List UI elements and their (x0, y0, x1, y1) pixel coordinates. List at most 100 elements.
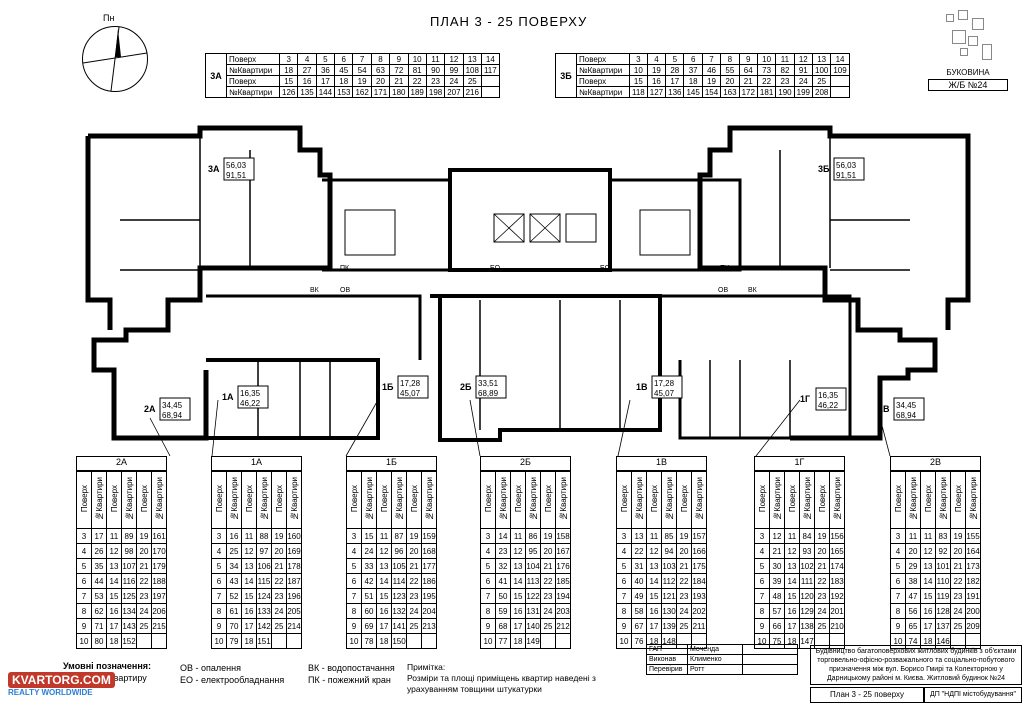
apartment-table-cell: 204 (421, 603, 437, 619)
apartment-table-cell: 6 (346, 573, 362, 589)
apartment-table-cell: 25 (136, 618, 152, 634)
apartment-table-cell: 16 (920, 603, 936, 619)
apartment-table-cell: 26 (91, 543, 107, 559)
apartment-table-cell: 10 (211, 633, 227, 649)
apartment-table-cell: 183 (829, 573, 845, 589)
apartment-area-box (651, 375, 683, 399)
sheet-name: План 3 - 25 поверху (810, 687, 924, 703)
apartment-total-area: 68,94 (162, 411, 183, 420)
apartment-table-cell: 33 (361, 558, 377, 574)
apartment-table-cell: 20 (136, 543, 152, 559)
apartment-table-cell: 13 (646, 558, 662, 574)
apartment-table-header: №Квартири (391, 471, 407, 529)
plan-utility-tag: ЕО (600, 265, 611, 272)
apartment-total-area: 46,22 (818, 401, 839, 410)
apartment-table-cell: 22 (540, 573, 556, 589)
apartment-table-cell: 129 (799, 603, 815, 619)
floor-table-cell: 163 (720, 86, 740, 98)
apartment-table-cell: 17 (510, 618, 526, 634)
apartment-table-cell: 15 (106, 588, 122, 604)
apartment-table-cell: 11 (106, 528, 122, 544)
plan-utility-tag: ВК (310, 287, 320, 294)
apartment-table-cell: 210 (829, 618, 845, 634)
apartment-table-cell: 119 (935, 588, 951, 604)
apartment-table-cell: 188 (151, 573, 167, 589)
apartment-table-cell: 29 (905, 558, 921, 574)
apartment-table-cell (286, 633, 302, 649)
apartment-table-cell: 85 (661, 528, 677, 544)
apartment-table-cell: 159 (421, 528, 437, 544)
apartment-table-cell: 8 (346, 603, 362, 619)
apartment-table-cell: 50 (495, 588, 511, 604)
apartment-table-cell: 22 (271, 573, 287, 589)
apartment-table-cell: 7 (76, 588, 92, 604)
apartment-table-cell: 66 (769, 618, 785, 634)
apartment-table-cell: 116 (121, 573, 137, 589)
apartment-table-cell: 13 (631, 528, 647, 544)
apartment-table-cell: 70 (226, 618, 242, 634)
apartment-living-area: 17,28 (654, 379, 675, 388)
apartment-table-cell: 12 (241, 543, 257, 559)
apartment-table-cell: 43 (226, 573, 242, 589)
apartment-table-header: Поверх (784, 471, 800, 529)
apartment-table-caption: 2Б (480, 456, 571, 471)
stamp-role: Виконав (646, 654, 688, 665)
apartment-table-cell: 59 (495, 603, 511, 619)
apartment-table-cell: 4 (890, 543, 906, 559)
apartment-table-cell: 21 (814, 558, 830, 574)
apartment-living-area: 16,35 (818, 391, 839, 400)
apartment-table-cell: 20 (814, 543, 830, 559)
apartment-table-cell: 21 (406, 558, 422, 574)
apartment-table-cell: 98 (121, 543, 137, 559)
apartment-table-cell: 8 (211, 603, 227, 619)
apartment-table-cell: 9 (890, 618, 906, 634)
apartment-table-cell: 177 (421, 558, 437, 574)
apartment-table-cell: 68 (495, 618, 511, 634)
apartment-table-cell: 40 (631, 573, 647, 589)
watermark-logo: KVARTORG.COM REALTY WORLDWIDE (8, 672, 115, 697)
apartment-table-header: №Квартири (631, 471, 647, 529)
apartment-table-cell: 125 (121, 588, 137, 604)
apartment-table-cell: 6 (890, 573, 906, 589)
apartment-table-cell: 17 (241, 618, 257, 634)
apartment-table-cell: 102 (799, 558, 815, 574)
apartment-table-cell: 166 (691, 543, 707, 559)
apartment-table-cell: 12 (784, 543, 800, 559)
apartment-table-cell: 13 (241, 558, 257, 574)
stamp-role: Перевірив (646, 664, 688, 675)
apartment-table-cell: 15 (784, 588, 800, 604)
apartment-table-cell: 23 (814, 588, 830, 604)
apartment-table-cell: 19 (136, 528, 152, 544)
apartment-table-cell: 121 (661, 588, 677, 604)
apartment-table-cell: 7 (890, 588, 906, 604)
apartment-table-cell: 57 (769, 603, 785, 619)
apartment-table-cell: 170 (151, 543, 167, 559)
apartment-table-cell: 7 (616, 588, 632, 604)
apartment-table-header: №Квартири (769, 471, 785, 529)
apartment-total-area: 45,07 (654, 389, 675, 398)
apartment-id: 2Б (460, 382, 472, 392)
apartment-table-cell: 5 (76, 558, 92, 574)
floor-table-cell: 181 (756, 86, 777, 98)
apartment-living-area: 56,03 (836, 161, 857, 170)
compass-label: Пн (103, 13, 115, 23)
apartment-table-header: №Квартири (555, 471, 571, 529)
watermark-sub: REALTY WORLDWIDE (8, 688, 93, 697)
apartment-table-header: Поверх (616, 471, 632, 529)
apartment-table-cell: 11 (646, 528, 662, 544)
